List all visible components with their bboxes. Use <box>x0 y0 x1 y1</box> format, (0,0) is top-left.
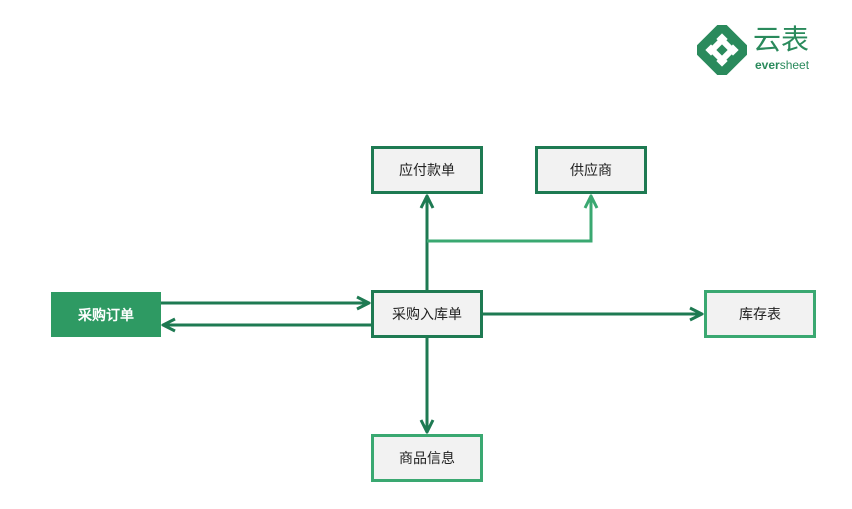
eversheet-logo-icon <box>697 25 747 75</box>
logo-text-en: eversheet <box>755 58 809 72</box>
node-accounts-payable: 应付款单 <box>371 146 483 194</box>
node-inventory: 库存表 <box>704 290 816 338</box>
logo-text-cn: 云表 <box>753 23 810 56</box>
logo-text-en-rest: sheet <box>779 58 810 72</box>
logo-text-en-bold: ever <box>755 58 780 72</box>
node-purchase-order: 采购订单 <box>51 292 161 337</box>
node-supplier: 供应商 <box>535 146 647 194</box>
node-product-info: 商品信息 <box>371 434 483 482</box>
arrow-to-supplier <box>427 196 591 243</box>
eversheet-logo: 云表 eversheet <box>697 22 827 78</box>
node-purchase-inbound: 采购入库单 <box>371 290 483 338</box>
